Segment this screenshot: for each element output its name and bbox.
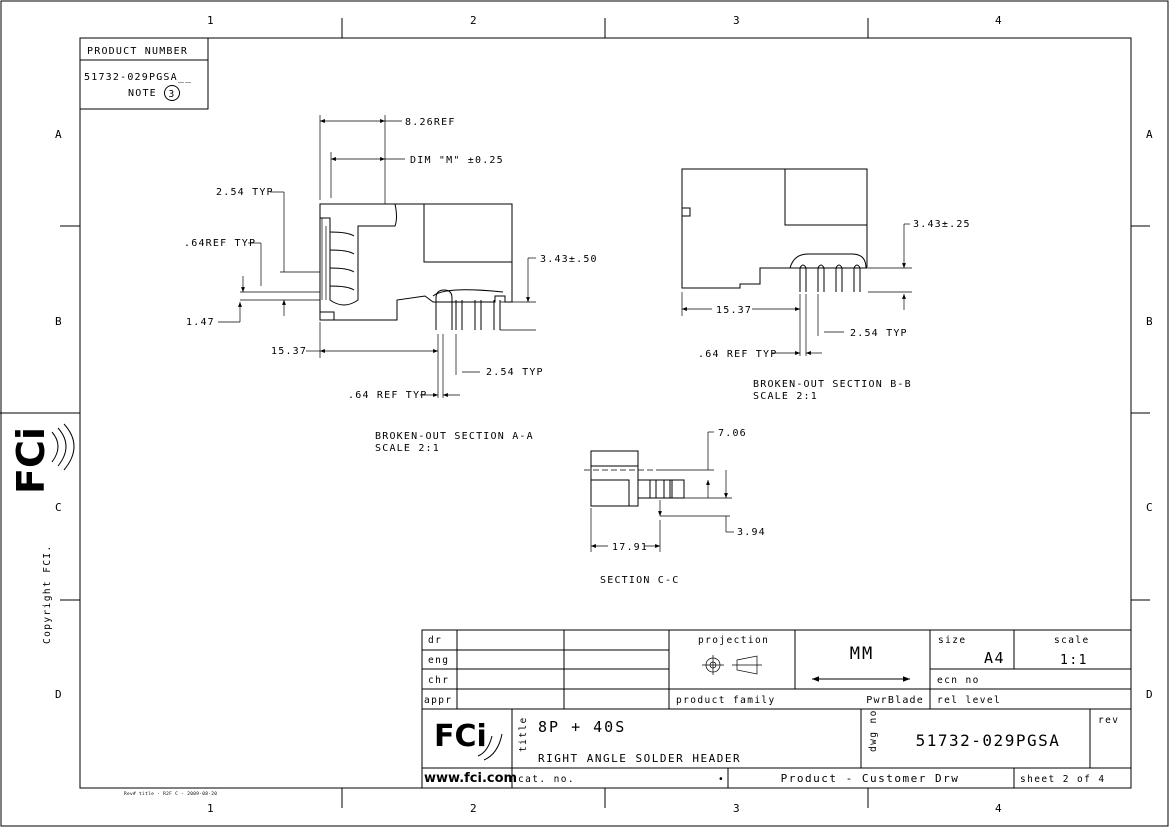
- stamp-text: Rev# title - R2F C - 2009-08-20: [124, 791, 217, 797]
- note-number: 3: [168, 89, 175, 100]
- side-logo-text: FCi: [9, 427, 53, 494]
- title-line1: 8P + 40S: [538, 718, 626, 736]
- zone-top-4: 4: [995, 14, 1003, 27]
- zone-bottom-3: 3: [733, 802, 741, 815]
- scale-label: scale: [1054, 635, 1090, 646]
- rev-label: rev: [1098, 715, 1119, 726]
- zone-top-1: 1: [207, 14, 215, 27]
- fci-logo-icon: FCi: [434, 719, 503, 761]
- side-fci-logo: FCi: [9, 423, 75, 494]
- dim-1791: 17.91: [612, 542, 648, 553]
- row-left-d: D: [55, 688, 63, 701]
- projection-label: projection: [698, 635, 769, 646]
- dim-1537-a: 15.37: [271, 346, 307, 357]
- dim-064-ref-a: .64 REF TYP: [348, 390, 427, 401]
- dwg-label: dwg no: [868, 709, 879, 752]
- product-family-label: product family: [676, 695, 776, 706]
- row-right-a: A: [1146, 128, 1154, 141]
- zone-top-2: 2: [470, 14, 478, 27]
- units-label: MM: [850, 644, 874, 664]
- dim-147: 1.47: [186, 317, 215, 328]
- section-a-a: 8.26REF DIM "M" ±0.25 2.54 TYP .64REF TY…: [184, 115, 598, 454]
- title-label: title: [518, 716, 529, 752]
- dim-064-ref-b: .64 REF TYP: [698, 349, 777, 360]
- sheet-label: sheet 2 of 4: [1020, 774, 1105, 785]
- dim-254-typ-b: 2.54 TYP: [850, 328, 908, 339]
- zone-labels: 1 2 3 4 1 2 3 4 A B C D A B C D: [55, 14, 1154, 815]
- note-label: NOTE: [128, 88, 157, 99]
- product-number-box: PRODUCT NUMBER 51732-029PGSA__ NOTE 3: [79, 37, 209, 110]
- dim-064-ref-typ: .64REF TYP: [184, 238, 256, 249]
- size-label: size: [938, 635, 966, 646]
- dim-254-typ-a: 2.54 TYP: [216, 187, 274, 198]
- caption-a-line1: BROKEN-OUT SECTION A-A: [375, 431, 534, 442]
- row-right-c: C: [1146, 501, 1154, 514]
- dwg-value: 51732-029PGSA: [916, 731, 1061, 750]
- title-logo-text: FCi: [434, 719, 487, 754]
- row-label-dr: dr: [428, 635, 442, 646]
- caption-b-line2: SCALE 2:1: [753, 391, 818, 402]
- dim-343-50: 3.43±.50: [540, 254, 598, 265]
- caption-b-line1: BROKEN-OUT SECTION B-B: [753, 379, 912, 390]
- zone-bottom-1: 1: [207, 802, 215, 815]
- row-right-d: D: [1146, 688, 1154, 701]
- row-left-c: C: [55, 501, 63, 514]
- caption-c: SECTION C-C: [600, 575, 679, 586]
- dim-706: 7.06: [718, 428, 747, 439]
- copyright-text: Copyright FCI.: [42, 544, 53, 644]
- dim-m: DIM "M" ±0.25: [410, 155, 504, 166]
- dim-1537-b: 15.37: [716, 305, 752, 316]
- row-left-a: A: [55, 128, 63, 141]
- title-line2: RIGHT ANGLE SOLDER HEADER: [538, 752, 741, 765]
- dim-394: 3.94: [737, 527, 766, 538]
- zone-bottom-4: 4: [995, 802, 1003, 815]
- row-label-eng: eng: [428, 655, 449, 666]
- size-value: A4: [984, 649, 1005, 667]
- zone-bottom-2: 2: [470, 802, 478, 815]
- cat-label: cat. no.: [518, 774, 575, 785]
- rel-level-label: rel level: [937, 695, 1001, 706]
- row-left-b: B: [55, 315, 63, 328]
- product-family-value: PwrBlade: [866, 695, 924, 706]
- caption-a-line2: SCALE 2:1: [375, 443, 440, 454]
- ecn-label: ecn no: [937, 675, 980, 686]
- section-c-c: 7.06 3.94 17.91 SECTION C-C: [584, 428, 766, 586]
- row-label-appr: appr: [424, 695, 452, 706]
- product-number-header: PRODUCT NUMBER: [87, 46, 188, 57]
- website: www.fci.com: [424, 771, 517, 786]
- section-b-b: 3.43±.25 15.37 2.54 TYP .64 REF TYP BROK…: [681, 168, 971, 402]
- projection-symbol-icon: [702, 655, 762, 675]
- dim-254-typ-a2: 2.54 TYP: [486, 367, 544, 378]
- dim-826-ref: 8.26REF: [405, 117, 456, 128]
- title-block: dr eng chr appr projection MM size A4 sc…: [421, 629, 1132, 789]
- doc-type: Product - Customer Drw: [781, 772, 960, 785]
- dim-343-25: 3.43±.25: [913, 219, 971, 230]
- product-number-value: 51732-029PGSA__: [84, 72, 192, 83]
- zone-top-3: 3: [733, 14, 741, 27]
- row-right-b: B: [1146, 315, 1154, 328]
- row-label-chr: chr: [428, 675, 449, 686]
- cat-mark: •: [718, 774, 725, 785]
- scale-value: 1:1: [1060, 653, 1088, 668]
